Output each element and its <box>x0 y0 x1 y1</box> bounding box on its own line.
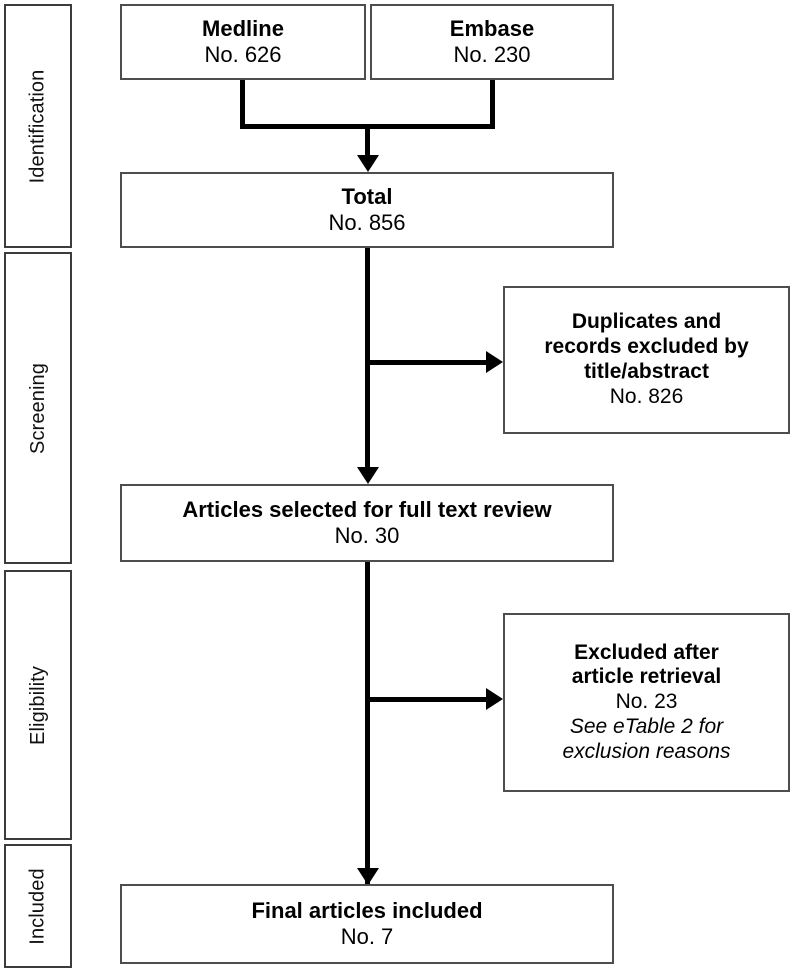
node-total-count: No. 856 <box>328 210 406 235</box>
node-excluded-eligibility-count: No. 23 <box>615 690 678 714</box>
node-excluded-screening-count: No. 826 <box>609 384 684 408</box>
node-medline-count: No. 626 <box>204 42 282 67</box>
stage-label-screening: Screening <box>26 362 49 454</box>
node-total: Total No. 856 <box>120 172 614 248</box>
node-excluded-eligibility-note-line2: exclusion reasons <box>562 739 731 763</box>
node-medline-title: Medline <box>202 16 284 42</box>
node-total-title: Total <box>341 184 393 210</box>
stage-label-identification: Identification <box>26 69 49 183</box>
stage-box-identification: Identification <box>4 4 72 248</box>
arrowhead-to-final <box>357 868 379 885</box>
connector-branch-screening <box>365 360 487 365</box>
connector-total-to-fulltext <box>365 248 370 470</box>
stage-box-included: Included <box>4 844 72 968</box>
node-full-text-review-count: No. 30 <box>334 523 400 548</box>
node-embase-title: Embase <box>449 16 535 42</box>
stage-box-eligibility: Eligibility <box>4 570 72 840</box>
arrowhead-to-fulltext <box>357 467 379 484</box>
node-embase-count: No. 230 <box>453 42 531 67</box>
node-full-text-review-title: Articles selected for full text review <box>182 497 552 523</box>
stage-box-screening: Screening <box>4 252 72 564</box>
node-excluded-eligibility-title-line1: Excluded after <box>574 640 719 664</box>
node-final-articles-count: No. 7 <box>340 924 394 949</box>
node-excluded-eligibility: Excluded after article retrieval No. 23 … <box>503 613 790 792</box>
node-embase: Embase No. 230 <box>370 4 614 80</box>
stage-label-included: Included <box>26 867 49 945</box>
connector-branch-eligibility <box>365 697 487 702</box>
node-excluded-eligibility-title-line2: article retrieval <box>571 665 722 689</box>
connector-fulltext-to-final <box>365 562 370 885</box>
connector-embase-stem <box>490 80 495 128</box>
arrowhead-to-excluded-screening <box>486 351 503 373</box>
connector-merge-to-total <box>365 124 370 158</box>
arrowhead-to-total <box>357 155 379 172</box>
node-full-text-review: Articles selected for full text review N… <box>120 484 614 562</box>
node-excluded-screening-title-line2: records excluded by <box>544 335 749 359</box>
node-final-articles-title: Final articles included <box>251 898 483 924</box>
arrowhead-to-excluded-eligibility <box>486 688 503 710</box>
node-medline: Medline No. 626 <box>120 4 366 80</box>
connector-medline-stem <box>240 80 245 128</box>
node-final-articles: Final articles included No. 7 <box>120 884 614 964</box>
node-excluded-screening: Duplicates and records excluded by title… <box>503 286 790 434</box>
node-excluded-eligibility-note-line1: See eTable 2 for <box>569 714 724 738</box>
node-excluded-screening-title-line3: title/abstract <box>584 360 709 383</box>
stage-label-eligibility: Eligibility <box>26 665 49 745</box>
node-excluded-screening-title-line1: Duplicates and <box>571 310 722 334</box>
